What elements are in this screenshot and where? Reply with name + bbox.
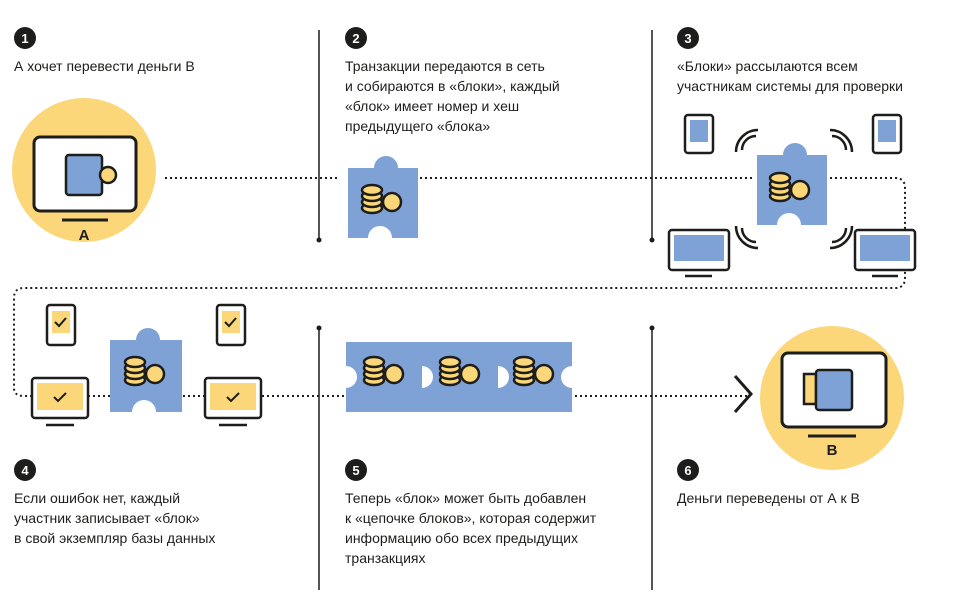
step-6-text: Деньги переведены от А к В [677, 490, 860, 506]
step-4-number: 4 [14, 459, 36, 481]
step-5-number: 5 [345, 459, 367, 481]
step-3-number: 3 [677, 27, 699, 49]
network-devices [667, 113, 917, 278]
step-1-text: А хочет перевести деньги В [14, 58, 195, 74]
step-2-number: 2 [345, 27, 367, 49]
column-dividers [316, 30, 655, 590]
step-3-text: «Блоки» рассылаются всем участникам сист… [677, 58, 903, 94]
receiver-monitor [760, 326, 904, 470]
block-puzzle-icon [348, 156, 418, 238]
step-5-text: Теперь «блок» может быть добавлен к «цеп… [345, 490, 597, 566]
arrow-icon [733, 375, 754, 413]
sender-label: A [79, 227, 90, 244]
sender-monitor [12, 98, 156, 242]
receiver-label: B [827, 442, 838, 459]
verified-devices [30, 303, 263, 427]
step-4-text: Если ошибок нет, каждый участник записыв… [14, 490, 216, 546]
step-1-number: 1 [14, 27, 36, 49]
step-6-number: 6 [677, 459, 699, 481]
step-2-text: Транзакции передаются в сеть и собираютс… [345, 58, 560, 134]
block-chain [346, 342, 572, 412]
